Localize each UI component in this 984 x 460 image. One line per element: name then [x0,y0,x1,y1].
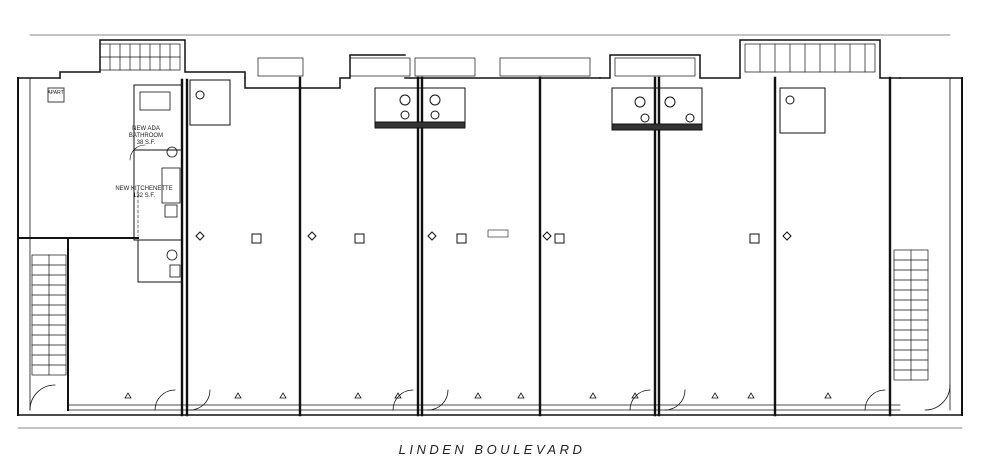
outer-walls [17,77,963,416]
room-labels: NEW ADA BATHROOM 38 S.F. NEW KITCHENETTE… [47,90,172,199]
demising-walls [180,76,892,417]
apartment-tag: APART. [47,90,64,96]
stair-front-left [31,254,67,376]
restroom-cores [189,79,826,134]
bathroom-label-line-3: 38 S.F. [137,140,156,146]
dimension-line [17,34,963,429]
stair-front-right [893,249,929,381]
kitchenette-label-line-1: NEW KITCHENETTE [115,186,172,192]
storefront [29,384,951,411]
space-markers [195,229,792,244]
bathroom-label-line-2: BATHROOM [129,133,163,139]
stair-rear-left [99,43,181,71]
stair-rear-right [744,43,876,73]
apartment-interior [17,84,183,411]
rear-wall [59,39,901,89]
bathroom-label-line-1: NEW ADA [132,126,160,132]
rear-equipment [257,57,696,77]
kitchenette-label-line-2: 132 S.F. [133,193,155,199]
street-label: LINDEN BOULEVARD [398,442,586,457]
